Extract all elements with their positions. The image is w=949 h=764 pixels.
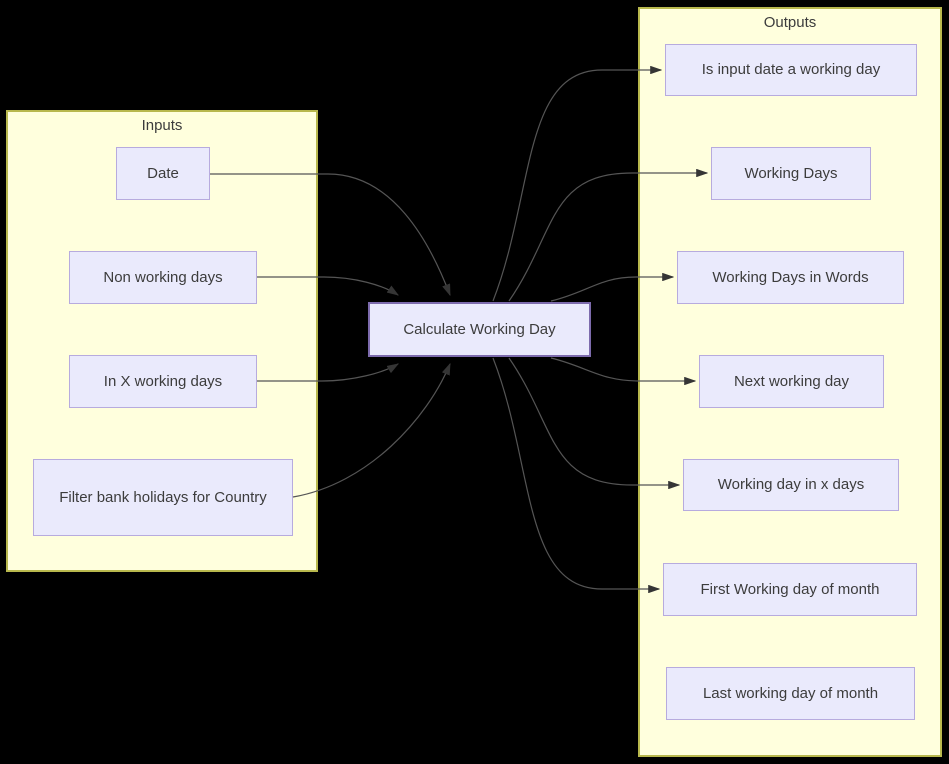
node-label: Working Days [744,164,838,182]
node-label: Next working day [733,372,850,390]
node-label: Filter bank holidays for Country [59,488,267,506]
node-label: Working day in x days [717,476,865,493]
output-node-first-working-day-of-month[interactable]: First Working day of month [663,563,917,616]
node-label: Calculate Working Day [403,320,556,338]
output-node-working-days[interactable]: Working Days [711,147,871,200]
input-node-non-working-days[interactable]: Non working days [69,251,257,304]
node-label: Date [147,164,179,182]
node-label: Is input date a working day [701,61,881,78]
output-node-last-working-day-of-month[interactable]: Last working day of month [666,667,915,720]
input-node-filter-bank-holidays[interactable]: Filter bank holidays for Country [33,459,293,536]
node-label: Non working days [103,268,223,286]
node-label: In X working days [103,372,223,390]
inputs-title: Inputs [141,117,183,134]
outputs-title: Outputs [763,14,817,31]
input-node-in-x-working-days[interactable]: In X working days [69,355,257,408]
process-node-calculate-working-day[interactable]: Calculate Working Day [368,302,591,357]
node-label: First Working day of month [700,580,880,598]
output-node-working-days-in-words[interactable]: Working Days in Words [677,251,904,304]
output-node-is-input-date-working-day[interactable]: Is input date a working day [665,44,917,96]
edge-process-to-first-working-day [492,357,661,594]
input-node-date[interactable]: Date [116,147,210,200]
node-label: Last working day of month [702,684,879,702]
output-node-next-working-day[interactable]: Next working day [699,355,884,408]
node-label: Working Days in Words [712,268,869,286]
edge-process-to-is-input-date [492,65,663,302]
output-node-working-day-in-x-days[interactable]: Working day in x days [683,459,899,511]
